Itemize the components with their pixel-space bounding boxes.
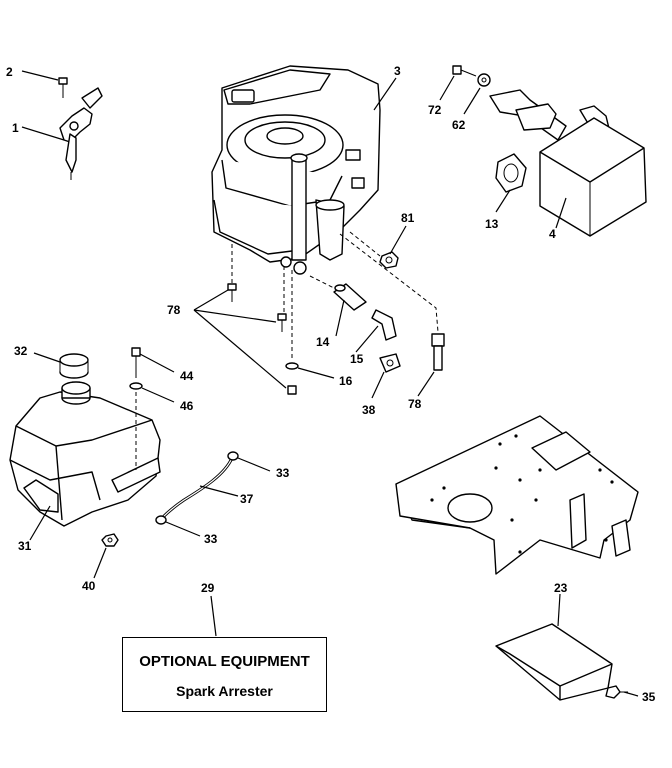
optional-equipment-box: OPTIONAL EQUIPMENT Spark Arrester xyxy=(122,637,327,712)
washer-46 xyxy=(129,382,143,390)
screw-72 xyxy=(452,65,477,77)
callout-40: 40 xyxy=(82,579,96,593)
bolt-78-a xyxy=(227,283,237,302)
callout-2: 2 xyxy=(6,65,13,79)
callout-32: 32 xyxy=(14,344,28,358)
throttle-control xyxy=(59,87,103,180)
leader-lines xyxy=(21,70,639,697)
screw-44 xyxy=(131,347,141,378)
callout-23: 23 xyxy=(554,581,568,595)
callout-35: 35 xyxy=(642,690,656,704)
callout-31: 31 xyxy=(18,539,32,553)
gasket-13 xyxy=(495,153,527,193)
optional-equipment-subtitle: Spark Arrester xyxy=(176,683,273,699)
fuel-tank xyxy=(9,381,161,527)
fitting-38 xyxy=(379,353,401,373)
clamp-33-b xyxy=(155,515,167,525)
callout-33-b: 33 xyxy=(204,532,218,546)
callout-3: 3 xyxy=(394,64,401,78)
callout-37: 37 xyxy=(240,492,254,506)
callout-1: 1 xyxy=(12,121,19,135)
callout-78-a: 78 xyxy=(167,303,181,317)
frame-chassis xyxy=(395,415,639,575)
callout-81: 81 xyxy=(401,211,415,225)
bolt-78-b xyxy=(277,313,287,332)
callout-29: 29 xyxy=(201,581,215,595)
callout-4: 4 xyxy=(549,227,556,241)
callout-72: 72 xyxy=(428,103,442,117)
callout-14: 14 xyxy=(316,335,330,349)
fuel-line-37 xyxy=(160,457,234,520)
callout-62: 62 xyxy=(452,118,466,132)
spark-arrester-shield xyxy=(495,623,613,701)
callout-15: 15 xyxy=(350,352,364,366)
callout-16: 16 xyxy=(339,374,353,388)
fuel-cap xyxy=(59,353,89,379)
callout-38: 38 xyxy=(362,403,376,417)
bolt-78-c xyxy=(287,385,297,395)
callout-13: 13 xyxy=(485,217,499,231)
bolt-78-d xyxy=(431,333,445,371)
elbow-15 xyxy=(371,309,397,341)
callout-44: 44 xyxy=(180,369,194,383)
callout-78-b: 78 xyxy=(408,397,422,411)
washer-16 xyxy=(285,362,299,370)
optional-equipment-title: OPTIONAL EQUIPMENT xyxy=(139,653,310,670)
engine xyxy=(211,65,381,275)
washer-62 xyxy=(477,73,491,87)
fuel-filter-14 xyxy=(333,283,367,311)
callout-33-a: 33 xyxy=(276,466,290,480)
muffler xyxy=(489,89,647,237)
nut-81 xyxy=(379,251,399,269)
nut-40 xyxy=(101,533,119,547)
screw-2 xyxy=(58,77,68,98)
callout-46: 46 xyxy=(180,399,194,413)
clamp-33-a xyxy=(227,451,239,461)
